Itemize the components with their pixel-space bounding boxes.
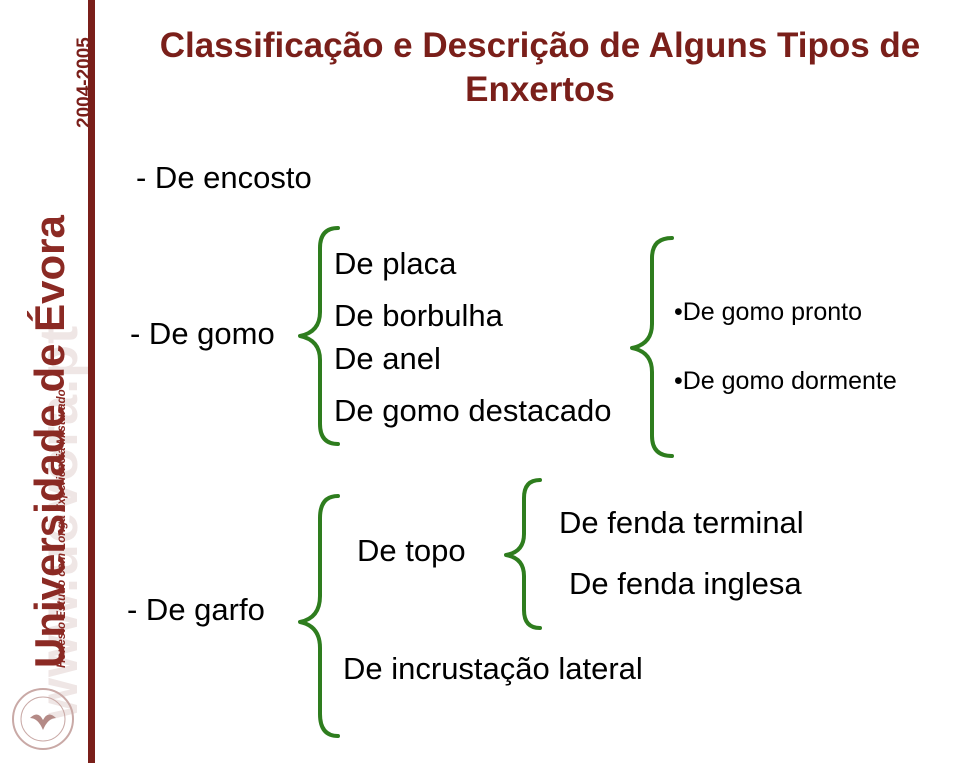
category-gomo: - De gomo	[130, 316, 275, 351]
sidebar-divider	[88, 0, 95, 763]
university-seal-icon	[12, 688, 74, 750]
category-garfo: - De garfo	[127, 592, 265, 627]
list-item: De topo	[357, 533, 466, 568]
list-item: De borbulha	[334, 298, 503, 333]
list-item: De fenda inglesa	[569, 566, 802, 601]
list-item: De placa	[334, 246, 457, 281]
list-item: De incrustação lateral	[343, 651, 643, 686]
brace-topo	[504, 478, 542, 630]
list-item: De anel	[334, 341, 441, 376]
sidebar-branding: www.uevora.pt 2004-2005 Universidade de …	[0, 0, 95, 763]
brace-gomo	[298, 226, 340, 446]
brace-gomo-destacado	[630, 236, 674, 458]
brace-garfo	[298, 494, 340, 738]
page-title: Classificação e Descrição de Alguns Tipo…	[159, 26, 921, 109]
list-item: De gomo destacado	[334, 393, 612, 428]
list-item: De fenda terminal	[559, 505, 804, 540]
list-item: •De gomo pronto	[674, 298, 863, 326]
category-encosto: - De encosto	[136, 160, 312, 195]
list-item: •De gomo dormente	[674, 367, 897, 395]
